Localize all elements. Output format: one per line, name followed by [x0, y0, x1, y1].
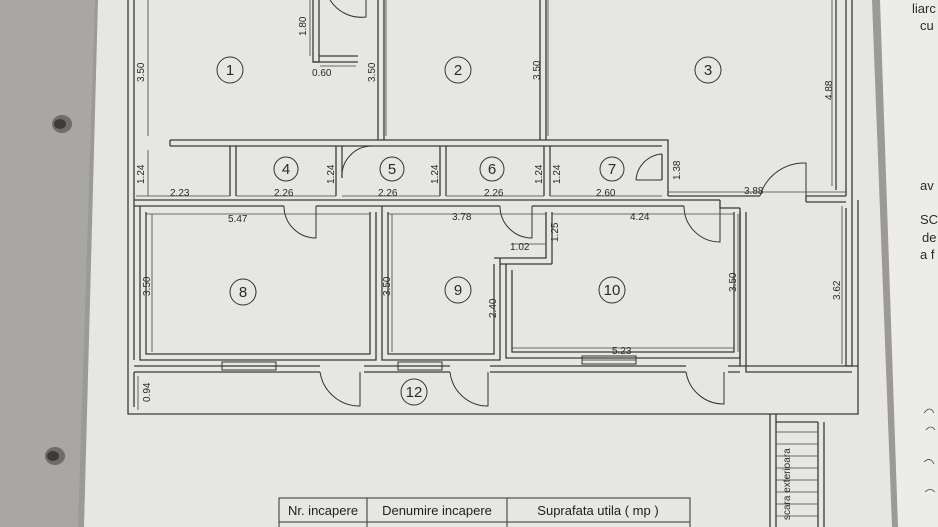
dim-label: 4.24: [630, 212, 650, 223]
right-text-fragment: de: [922, 230, 936, 245]
right-text-fragment: av: [920, 178, 934, 193]
dim-label: 3.50: [382, 276, 393, 296]
dimension-lines: [136, 0, 846, 410]
dim-label: 1.24: [534, 164, 545, 184]
door-swings: [283, 205, 725, 407]
table-header-nr: Nr. incapere: [288, 503, 358, 518]
stairs-label: scara exterioara: [782, 448, 793, 520]
room-label-12: 12: [400, 378, 428, 406]
room-label-6: 6: [479, 156, 505, 182]
svg-text:8: 8: [239, 284, 247, 301]
svg-text:3: 3: [704, 62, 712, 79]
dim-label: 1.24: [552, 164, 563, 184]
svg-text:2: 2: [454, 62, 462, 79]
dim-label: 1.24: [136, 164, 147, 184]
exterior-stairs: [769, 414, 825, 527]
windows: [221, 355, 637, 371]
room-label-7: 7: [599, 156, 625, 182]
room-label-1: 1: [216, 56, 244, 84]
mid-walls: [134, 162, 846, 209]
svg-text:10: 10: [604, 282, 621, 299]
binder-ring-icon: [45, 447, 65, 465]
svg-text:9: 9: [454, 282, 462, 299]
upper-partitions: [312, 0, 547, 140]
adjacent-page: [880, 0, 938, 527]
dim-label: 3.50: [728, 272, 739, 292]
binder-edge: [0, 0, 95, 527]
handwriting-marks: [923, 408, 936, 493]
svg-text:1: 1: [226, 62, 234, 79]
right-text-fragment: a f: [920, 247, 935, 262]
dim-label: 3.50: [136, 62, 147, 82]
dim-label: 1.25: [550, 222, 561, 242]
room-label-4: 4: [273, 156, 299, 182]
svg-text:7: 7: [608, 161, 616, 178]
dim-label: 5.47: [228, 214, 248, 225]
dim-label: 1.24: [430, 164, 441, 184]
dim-label: 1.24: [326, 164, 337, 184]
svg-text:12: 12: [406, 384, 423, 401]
svg-text:4: 4: [282, 161, 290, 178]
dim-label: 2.26: [484, 188, 504, 199]
dim-label: 2.26: [274, 188, 294, 199]
table-header-area: Suprafata utila ( mp ): [537, 503, 658, 518]
dim-label: 0.94: [142, 382, 153, 402]
right-text-fragment: SC: [920, 212, 938, 227]
room-label-3: 3: [694, 56, 722, 84]
dim-label: 0.60: [312, 68, 332, 79]
right-text-fragment: liarc: [912, 1, 936, 16]
dim-label: 2.23: [170, 188, 190, 199]
room-label-10: 10: [598, 276, 626, 304]
dim-label: 3.88: [744, 186, 764, 197]
dim-label: 3.50: [142, 276, 153, 296]
dim-label: 1.38: [672, 160, 683, 180]
paper-sheet: [84, 0, 892, 527]
right-text-fragment: cu: [920, 18, 934, 33]
dim-label: 3.62: [832, 280, 843, 300]
dim-label: 2.40: [488, 298, 499, 318]
dim-label: 2.26: [378, 188, 398, 199]
outer-walls: [127, 0, 859, 415]
dim-label: 1.02: [510, 242, 530, 253]
dim-label: 4.88: [824, 80, 835, 100]
dimension-labels: 1.80 0.60 3.50 3.50 3.50 4.88 1.24 1.24 …: [136, 16, 843, 402]
dim-label: 3.50: [367, 62, 378, 82]
room-label-2: 2: [444, 56, 472, 84]
room-table: Nr. incapere Denumire incapere Suprafata…: [278, 497, 691, 527]
dim-label: 3.78: [452, 212, 472, 223]
room-label-9: 9: [444, 276, 472, 304]
dim-label: 1.80: [298, 16, 309, 36]
dim-label: 5.23: [612, 346, 632, 357]
dim-label: 2.60: [596, 188, 616, 199]
room-label-8: 8: [229, 278, 257, 306]
binder-ring-icon: [52, 115, 72, 133]
svg-text:6: 6: [488, 161, 496, 178]
dim-label: 3.50: [532, 60, 543, 80]
room-label-5: 5: [379, 156, 405, 182]
svg-text:5: 5: [388, 161, 396, 178]
table-header-name: Denumire incapere: [382, 503, 492, 518]
